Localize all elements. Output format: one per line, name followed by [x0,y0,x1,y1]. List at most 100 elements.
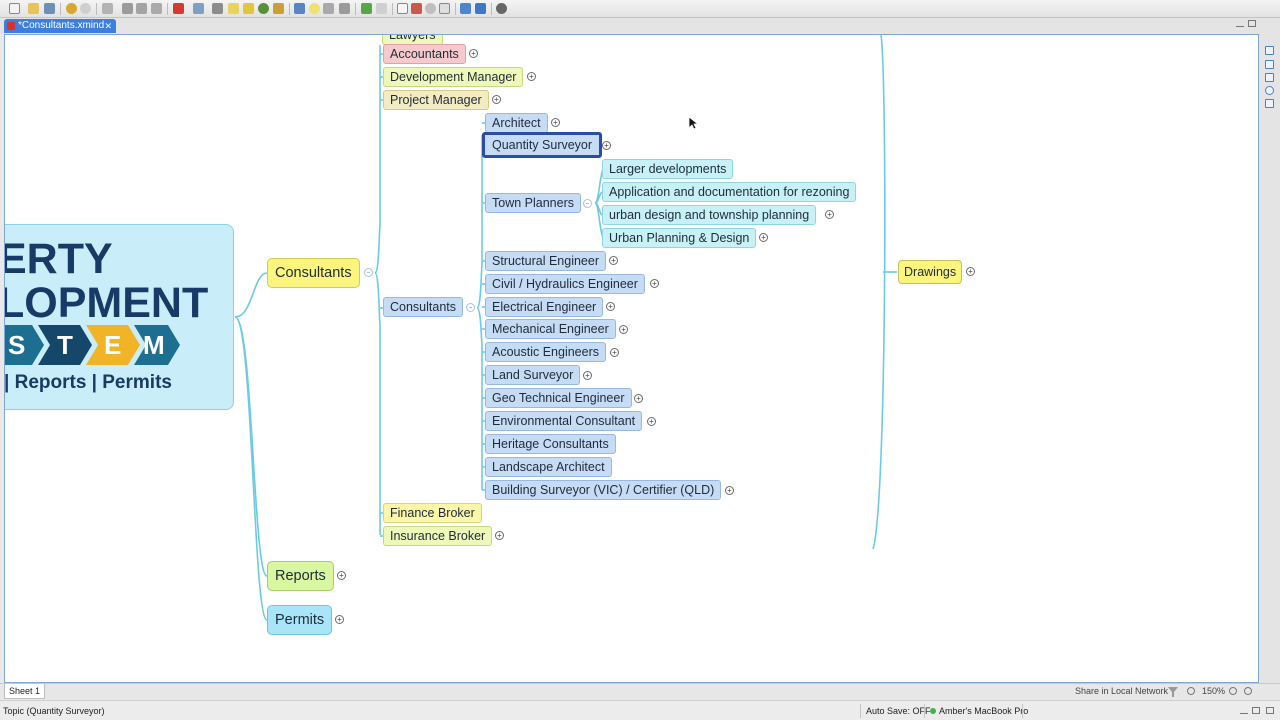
marker-flag-icon[interactable] [173,3,184,14]
zoom-tool-icon[interactable] [439,3,450,14]
note-icon[interactable] [228,3,239,14]
topic-accountants[interactable]: Accountants [383,44,466,64]
overview-icon[interactable] [1265,73,1274,82]
share-cloud-icon[interactable] [460,3,471,14]
topic-geo-technical-engineer[interactable]: Geo Technical Engineer [485,388,632,408]
expand-icon[interactable]: + [647,417,656,426]
topic-icon[interactable] [102,3,113,14]
expand-icon[interactable]: + [337,571,346,580]
topic-architect[interactable]: Architect [485,113,548,133]
share-local-network-label[interactable]: Share in Local Network [1075,686,1169,696]
topic-permits[interactable]: Permits [267,605,333,635]
topic-insurance-broker[interactable]: Insurance Broker [383,526,493,546]
redo-icon[interactable] [80,3,91,14]
audio-icon[interactable] [273,3,284,14]
topic-urban-design[interactable]: urban design and township planning [602,205,817,225]
topic-environmental-consultant[interactable]: Environmental Consultant [485,411,643,431]
expand-icon[interactable]: + [966,267,975,276]
topic-quantity-surveyor-selected[interactable]: Quantity Surveyor [482,132,603,158]
expand-icon[interactable]: + [825,210,834,219]
properties-icon[interactable] [1265,46,1274,55]
topic-electrical-engineer[interactable]: Electrical Engineer [485,297,604,317]
open-folder-icon[interactable] [28,3,39,14]
collapse-icon[interactable] [466,303,475,312]
idea-bulb-icon[interactable] [309,3,320,14]
expand-icon[interactable]: + [551,118,560,127]
expand-icon[interactable]: + [335,615,344,624]
export-icon[interactable] [475,3,486,14]
search-icon[interactable] [1265,86,1274,95]
topic-consultants-sub[interactable]: Consultants [383,297,464,317]
expand-icon[interactable]: + [583,371,592,380]
zoom-in-icon[interactable] [1229,687,1237,695]
web-icon[interactable] [258,3,269,14]
structure-icon[interactable] [323,3,334,14]
expand-icon[interactable]: + [650,279,659,288]
settings-gear-icon[interactable] [496,3,507,14]
expand-icon[interactable]: + [619,325,628,334]
label-icon[interactable] [243,3,254,14]
floating-topic-icon[interactable] [136,3,147,14]
collapse-icon[interactable] [583,199,592,208]
panel-minimize-icon[interactable] [1240,707,1248,714]
device-name[interactable]: Amber's MacBook Pro [939,706,1029,716]
relationship-icon[interactable] [151,3,162,14]
topic-project-manager[interactable]: Project Manager [383,90,489,110]
boundary-icon[interactable] [294,3,305,14]
minimize-icon[interactable] [1236,20,1244,27]
expand-icon[interactable]: + [725,486,734,495]
expand-icon[interactable]: + [609,256,618,265]
eraser-icon[interactable] [376,3,387,14]
panel-maximize-icon[interactable] [1266,707,1274,714]
notes-icon[interactable] [1265,99,1274,108]
expand-icon[interactable]: + [527,72,536,81]
topic-building-surveyor[interactable]: Building Surveyor (VIC) / Certifier (QLD… [485,480,722,500]
topic-larger-developments[interactable]: Larger developments [602,159,734,179]
expand-icon[interactable]: + [610,348,619,357]
presentation-icon[interactable] [397,3,408,14]
topic-urban-planning[interactable]: Urban Planning & Design [602,228,757,248]
attachment-icon[interactable] [212,3,223,14]
topic-mechanical-engineer[interactable]: Mechanical Engineer [485,319,616,339]
expand-icon[interactable]: + [495,531,504,540]
topic-acoustic-engineers[interactable]: Acoustic Engineers [485,342,607,362]
filter-icon[interactable] [1168,687,1178,697]
new-file-icon[interactable] [9,3,20,14]
expand-icon[interactable]: + [469,49,478,58]
outline-icon[interactable] [1265,60,1274,69]
tab-document[interactable]: *Consultants.xmind ✕ [4,19,116,33]
auto-save-status[interactable]: Auto Save: OFF [866,706,931,716]
tab-sheet-1[interactable]: Sheet 1 [4,684,46,699]
topic-rezoning-application[interactable]: Application and documentation for rezoni… [602,182,857,202]
topic-reports[interactable]: Reports [267,561,334,591]
topic-drawings[interactable]: Drawings [898,260,963,284]
image-icon[interactable] [193,3,204,14]
expand-icon[interactable]: + [634,394,643,403]
topic-consultants-main[interactable]: Consultants [267,258,360,288]
expand-icon[interactable]: + [492,95,501,104]
topic-heritage-consultants[interactable]: Heritage Consultants [485,434,616,454]
topic-finance-broker[interactable]: Finance Broker [383,503,482,523]
close-icon[interactable]: ✕ [104,21,112,31]
maximize-icon[interactable] [1248,20,1256,27]
zoom-out-icon[interactable] [1187,687,1195,695]
save-icon[interactable] [44,3,55,14]
topic-town-planners[interactable]: Town Planners [485,193,581,213]
topic-development-manager[interactable]: Development Manager [383,67,524,87]
panel-restore-icon[interactable] [1252,707,1260,714]
central-topic[interactable]: ERTY LOPMENT S T E M | Reports | Permits [5,224,234,410]
brainstorm-icon[interactable] [425,3,436,14]
topic-civil-hydraulics-engineer[interactable]: Civil / Hydraulics Engineer [485,274,645,294]
subtopic-icon[interactable] [122,3,133,14]
expand-icon[interactable]: + [606,302,615,311]
gantt-icon[interactable] [411,3,422,14]
collapse-icon[interactable] [364,268,373,277]
topic-structural-engineer[interactable]: Structural Engineer [485,251,607,271]
expand-icon[interactable]: + [759,233,768,242]
summary-icon[interactable] [339,3,350,14]
fit-map-icon[interactable] [1244,687,1252,695]
expand-icon[interactable]: + [602,141,611,150]
topic-landscape-architect[interactable]: Landscape Architect [485,457,612,477]
topic-land-surveyor[interactable]: Land Surveyor [485,365,581,385]
undo-icon[interactable] [66,3,77,14]
